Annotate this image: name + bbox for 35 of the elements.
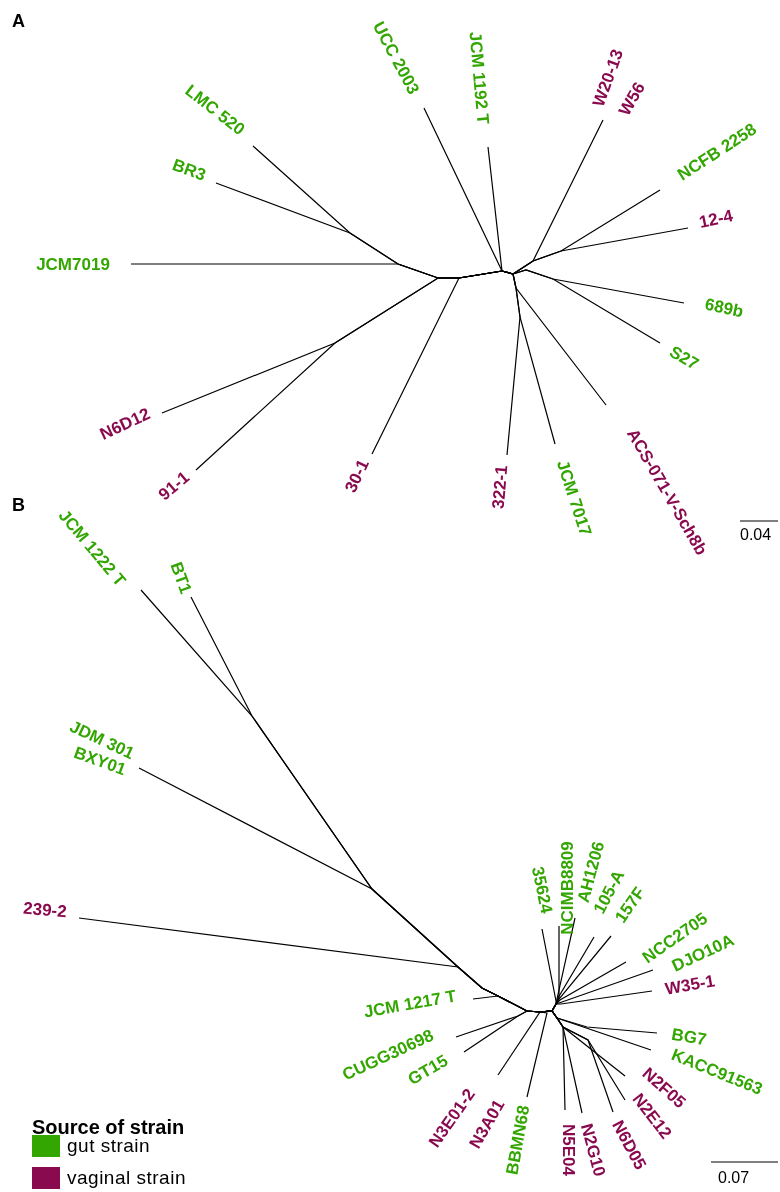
strain-label: UCC 2003 — [369, 18, 423, 98]
tree-branch — [512, 227, 689, 275]
tree-branch — [539, 1010, 583, 1114]
strain-label: BG7 — [670, 1025, 708, 1049]
panel-letter: A — [12, 12, 25, 30]
strain-label: JCM 1192 T — [466, 31, 492, 125]
strain-label: N5E04 — [559, 1124, 577, 1176]
strain-label: BT1 — [167, 560, 195, 596]
legend-label: gut strain — [67, 1136, 151, 1155]
strain-label: 91-1 — [155, 468, 193, 504]
scale-value: 0.04 — [740, 527, 772, 543]
tree-branch — [463, 1010, 541, 1053]
strain-label: 689b — [703, 295, 745, 321]
strain-label: JCM7019 — [36, 255, 110, 273]
strain-label: 35624 — [528, 865, 556, 915]
tree-branch — [512, 273, 556, 445]
strain-label: N2G10 — [577, 1121, 609, 1179]
strain-label: W35-1 — [663, 972, 717, 998]
strain-label: 30-1 — [342, 457, 372, 495]
strain-label: JCM 7017 — [553, 458, 595, 538]
tree-branch — [497, 1011, 541, 1076]
scale-value: 0.07 — [718, 1170, 750, 1186]
strain-label: BR3 — [170, 156, 208, 184]
tree-branch — [512, 269, 661, 344]
panel-letter: B — [12, 496, 25, 514]
legend-title: Source of strain — [32, 1117, 185, 1137]
legend-label: vaginal strain — [67, 1168, 186, 1187]
strain-label: 322-1 — [489, 464, 511, 510]
strain-label: S27 — [666, 343, 702, 373]
tree-branch — [371, 270, 514, 455]
strain-label: NCIMB8809 — [558, 841, 576, 935]
strain-label: JCM 1217 T — [362, 987, 458, 1021]
tree-branch — [526, 1011, 548, 1098]
strain-label: 12-4 — [697, 207, 735, 231]
strain-label: 239-2 — [22, 899, 68, 921]
